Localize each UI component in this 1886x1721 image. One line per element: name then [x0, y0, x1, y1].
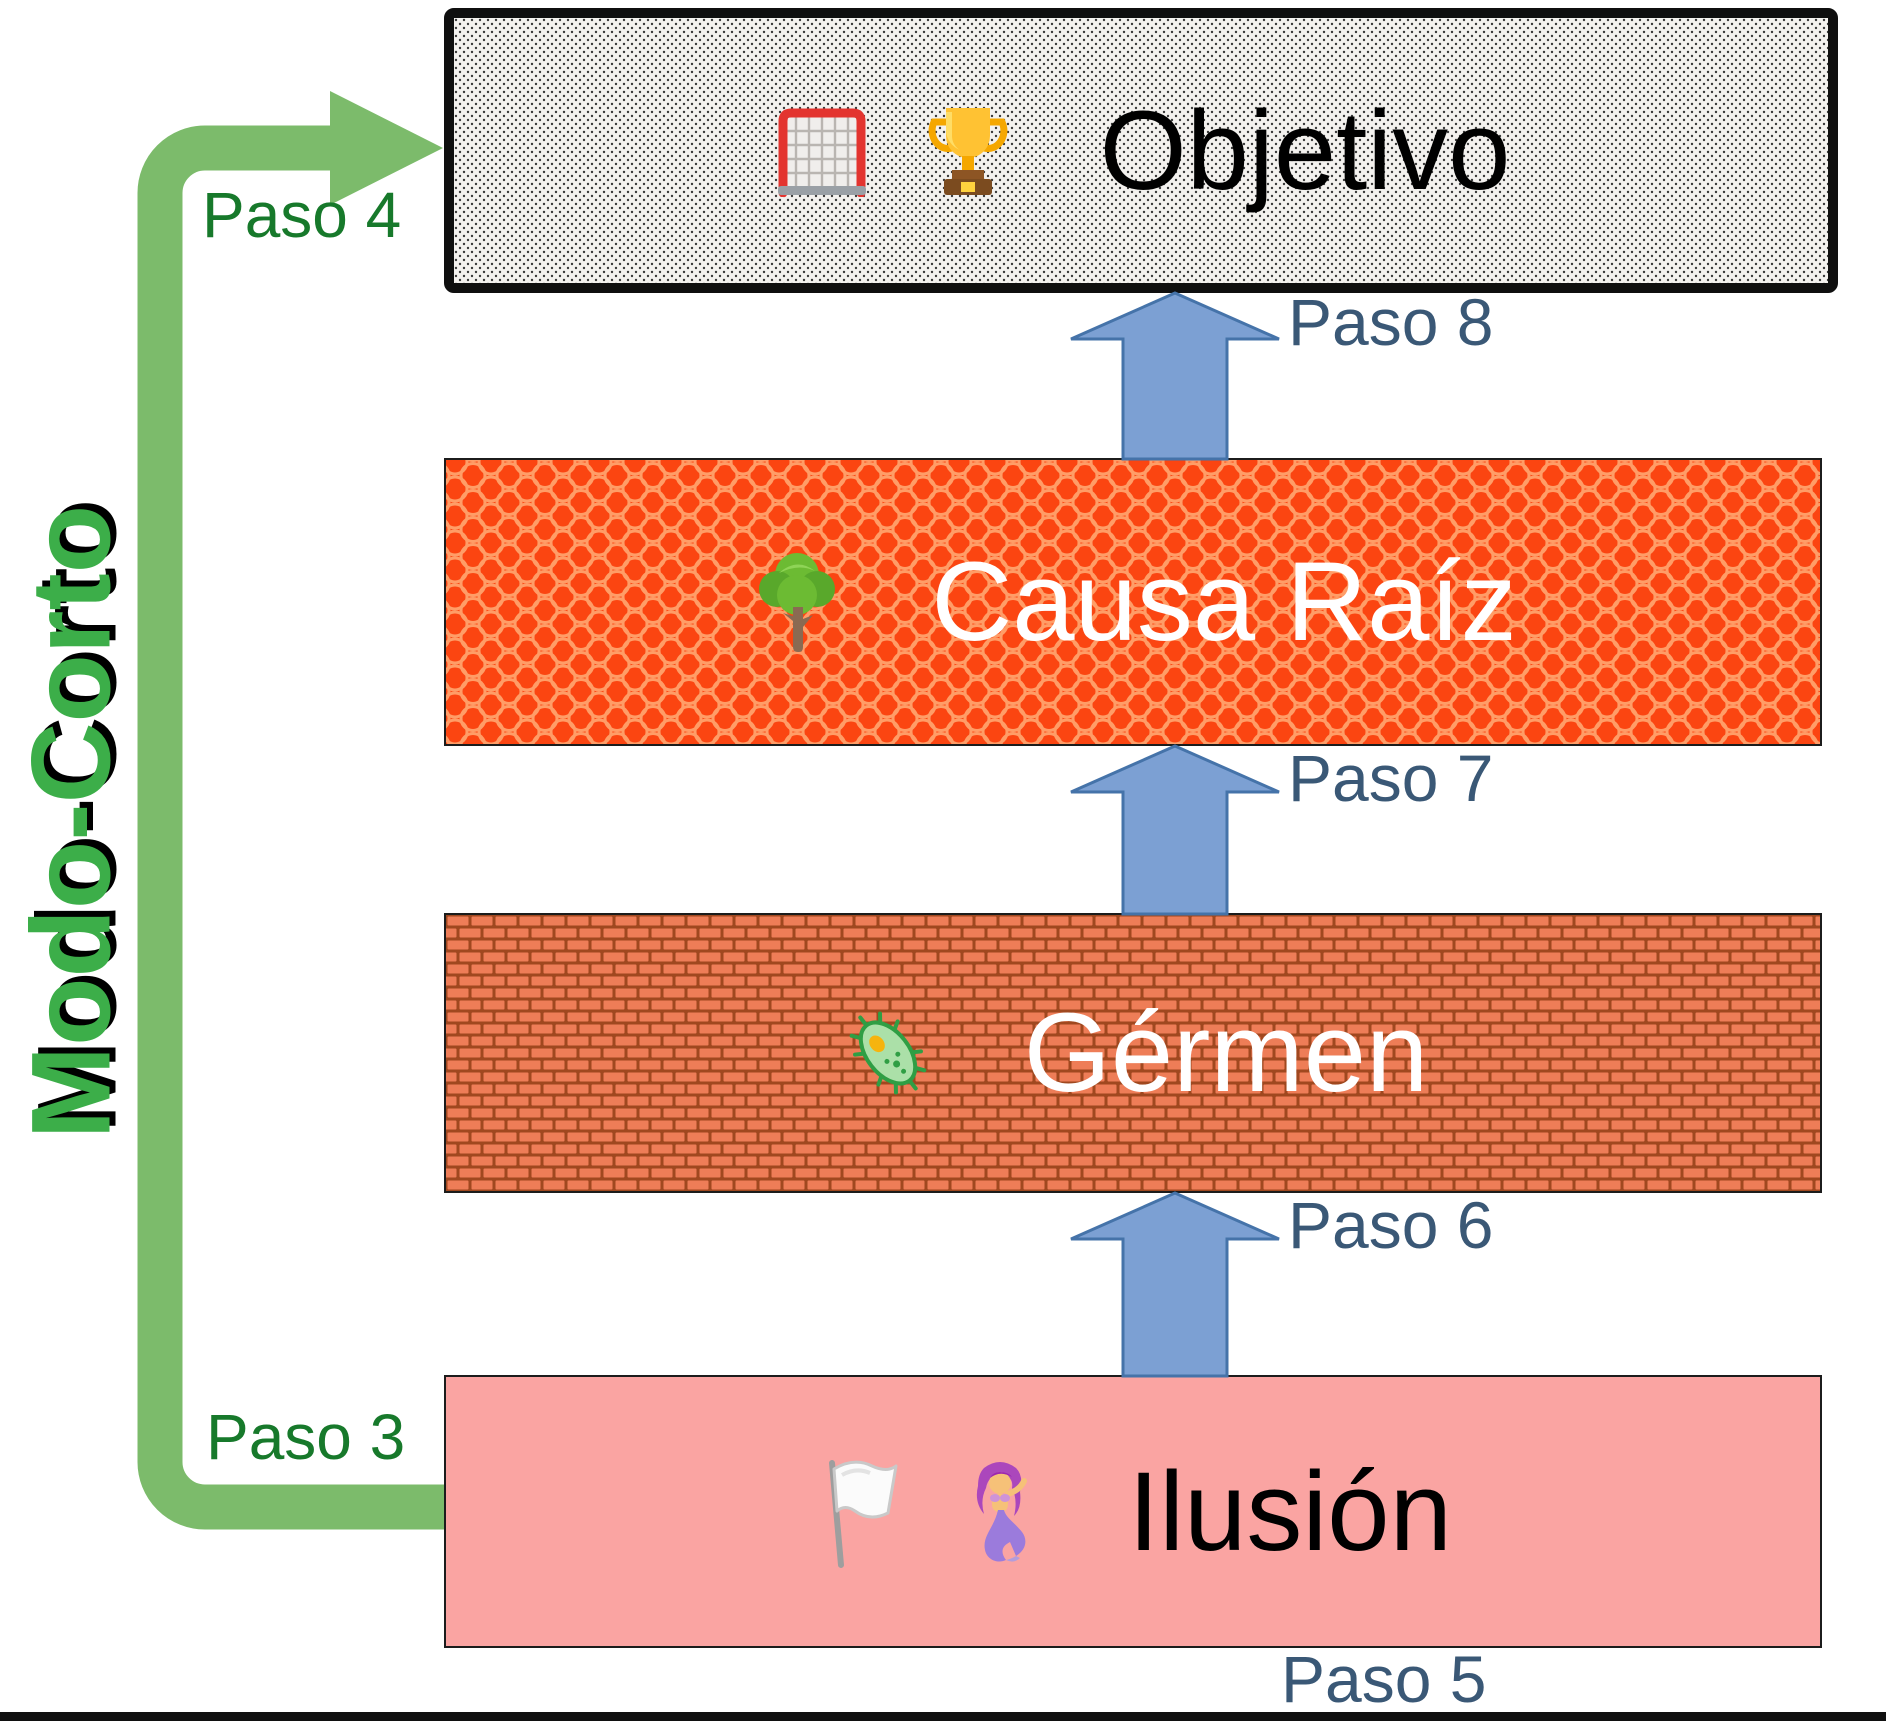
- step-7-label: Paso 7: [1288, 741, 1494, 815]
- box-ilusion: Ilusión: [444, 1375, 1822, 1648]
- step-8-label: Paso 8: [1288, 285, 1494, 359]
- step-6-label: Paso 6: [1288, 1188, 1494, 1262]
- bottom-rule: [0, 1712, 1886, 1721]
- tree-icon: [759, 553, 836, 652]
- short-mode-label: Modo-Corto: [8, 504, 134, 1140]
- mermaid-icon: [976, 1461, 1028, 1562]
- step-arrow-paso-7: [1070, 744, 1280, 916]
- white-flag-icon: [829, 1459, 898, 1568]
- box-objetivo: Objetivo: [444, 8, 1838, 293]
- goal-net-icon: [777, 108, 866, 197]
- box-title-ilusion: Ilusión: [1128, 1448, 1452, 1574]
- trophy-icon: [928, 107, 1007, 195]
- loop-step-4-label: Paso 4: [202, 179, 402, 251]
- box-causa-raiz: Causa Raíz: [444, 458, 1822, 746]
- step-arrow-paso-6: [1070, 1191, 1280, 1378]
- step-arrow-paso-8: [1070, 291, 1280, 461]
- box-germen: Gérmen: [444, 913, 1822, 1193]
- fish-scale-texture: [446, 460, 1820, 744]
- brick-texture: [446, 915, 1820, 1191]
- box-title-causa-raiz: Causa Raíz: [931, 539, 1517, 664]
- microbe-icon: [849, 1011, 927, 1095]
- halftone-dots-texture: [454, 18, 1828, 283]
- box-title-objetivo: Objetivo: [1099, 87, 1511, 213]
- loop-step-3-label: Paso 3: [206, 1401, 406, 1473]
- box-title-germen: Gérmen: [1023, 990, 1429, 1115]
- step-5-label: Paso 5: [1281, 1642, 1487, 1716]
